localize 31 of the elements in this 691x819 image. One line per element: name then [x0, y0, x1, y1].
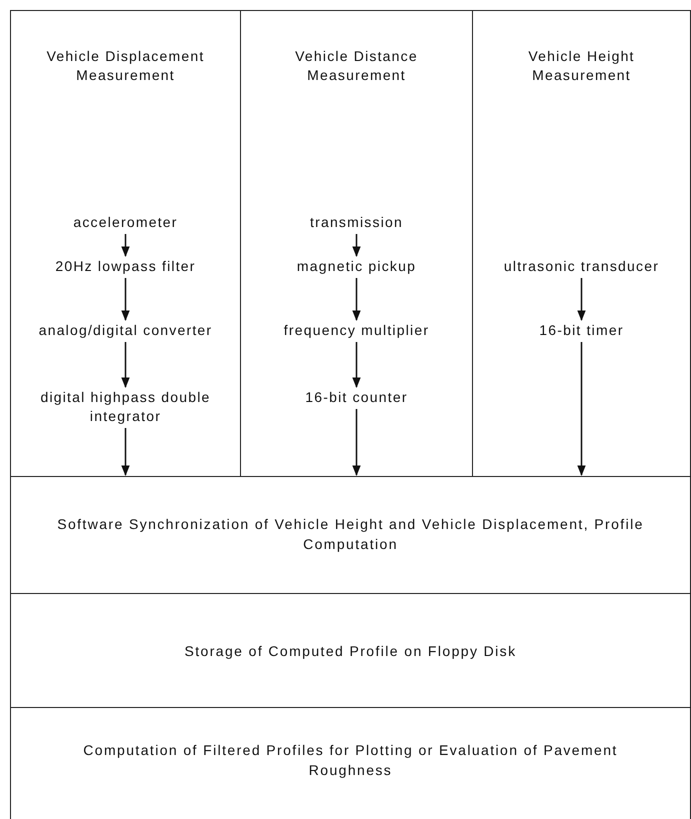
step-label: 16-bit counter	[256, 388, 456, 407]
arrow	[121, 342, 130, 388]
step-label: ultrasonic transducer	[482, 257, 682, 276]
arrow	[121, 278, 130, 322]
band-text: Storage of Computed Profile on Floppy Disk	[184, 642, 518, 661]
arrow	[352, 278, 361, 322]
arrow	[121, 428, 130, 476]
band-text: Software Synchronization of Vehicle Height and Vehicle Displacement, Profile Computation	[56, 515, 645, 554]
step-label: analog/digital converter	[26, 321, 226, 340]
process-band	[10, 593, 691, 708]
step-label: 20Hz lowpass filter	[26, 257, 226, 276]
band-text: Computation of Filtered Profiles for Plotting or Evaluation of Pavement Roughness	[82, 741, 619, 780]
arrow	[352, 342, 361, 388]
process-band	[10, 707, 691, 819]
column-heading: Vehicle Height Measurement	[527, 47, 636, 85]
step-label: accelerometer	[26, 213, 226, 232]
step-label: frequency multiplier	[256, 321, 456, 340]
arrow	[577, 342, 586, 476]
arrow	[577, 278, 586, 322]
step-label: magnetic pickup	[256, 257, 456, 276]
arrow	[352, 234, 361, 258]
step-label: 16-bit timer	[482, 321, 682, 340]
column-panel	[10, 10, 241, 477]
arrow	[121, 234, 130, 258]
column-heading: Vehicle Displacement Measurement	[46, 47, 206, 85]
column-panel	[472, 10, 691, 477]
step-label: digital highpass double integrator	[13, 388, 238, 426]
arrow	[352, 409, 361, 476]
column-heading: Vehicle Distance Measurement	[294, 47, 419, 85]
step-label: transmission	[256, 213, 456, 232]
process-band	[10, 476, 691, 594]
